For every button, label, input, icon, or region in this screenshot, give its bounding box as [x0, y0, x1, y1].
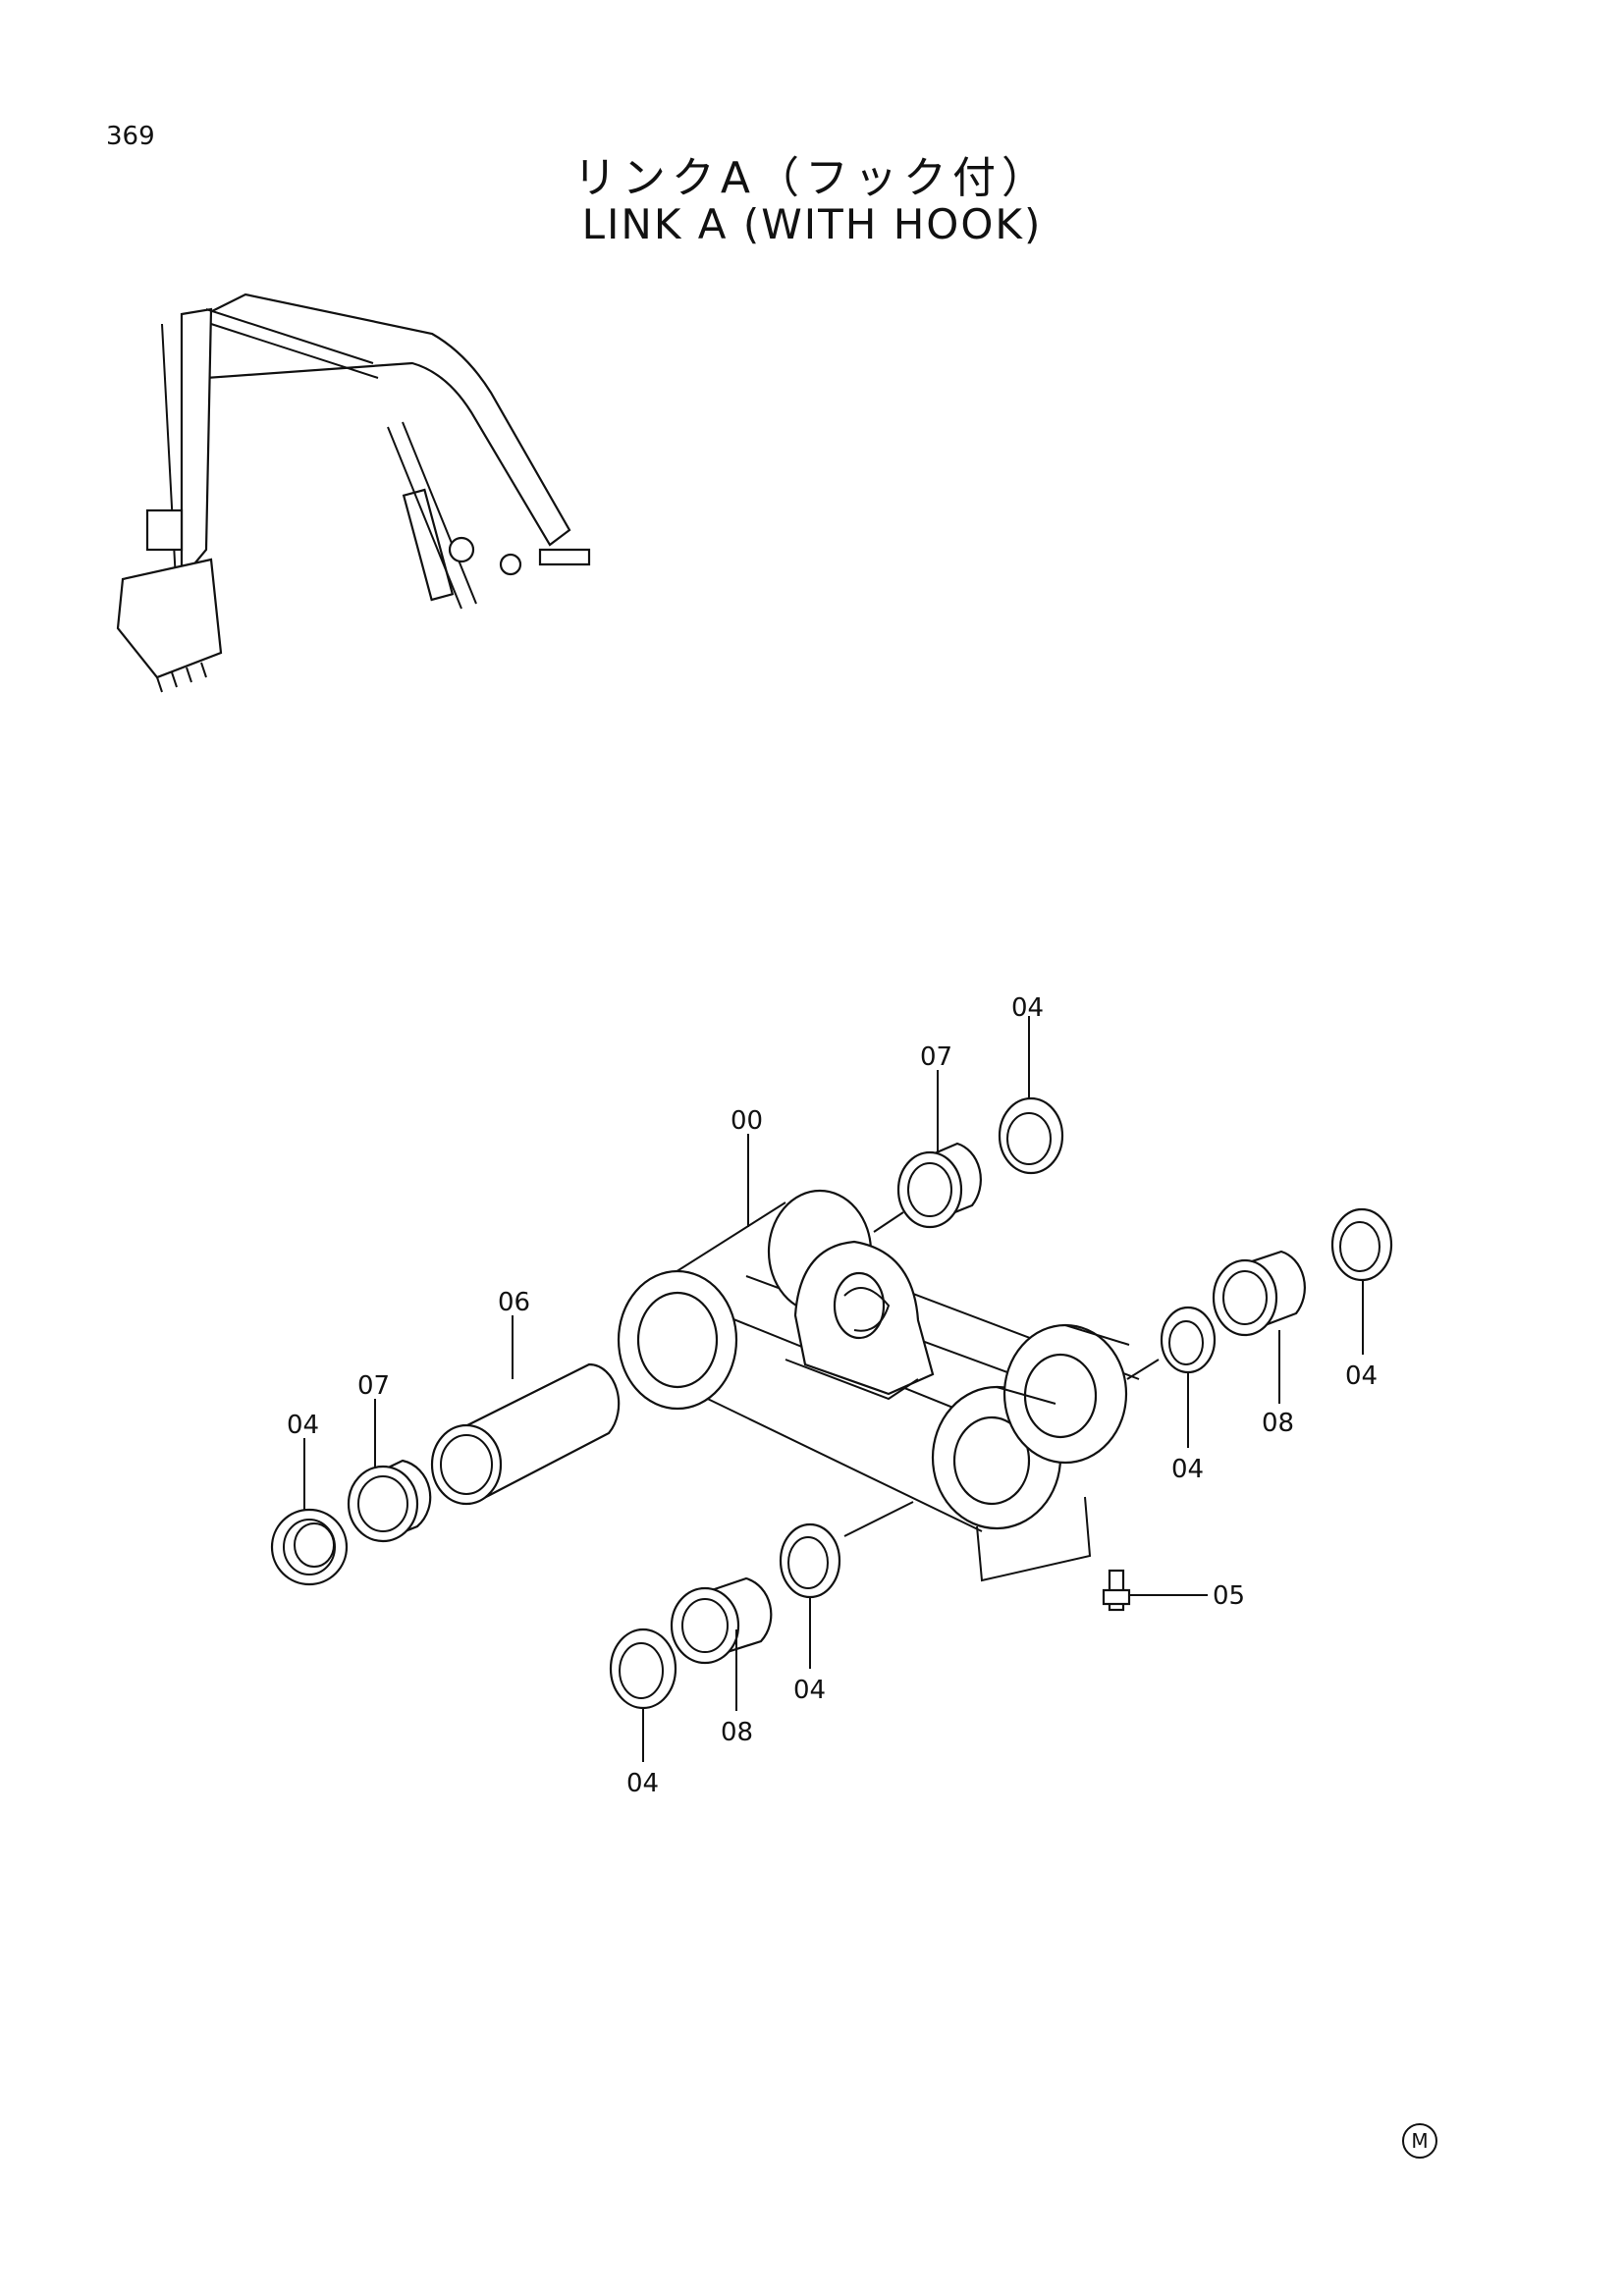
- seal-04-right-2: [1330, 1207, 1393, 1282]
- bushing-07-top: [896, 1142, 982, 1229]
- grease-fitting-05: [976, 1496, 1131, 1612]
- callout-07-left: 07: [357, 1371, 390, 1401]
- leader-lines: [303, 1016, 1364, 1762]
- title-english: LINK A (WITH HOOK): [581, 200, 1043, 248]
- bushing-08-lower: [670, 1576, 773, 1665]
- bushing-07-left: [347, 1459, 432, 1543]
- seal-04-top: [998, 1096, 1064, 1175]
- callout-04-right-2: 04: [1345, 1362, 1378, 1391]
- bushing-08-right: [1212, 1250, 1306, 1337]
- seal-04-right-1: [1160, 1306, 1217, 1374]
- corner-mark: M: [1402, 2123, 1437, 2159]
- page-number: 369: [106, 122, 155, 151]
- link-a-body: [617, 1189, 1140, 1532]
- pin-06: [430, 1362, 621, 1506]
- callout-04-top: 04: [1011, 993, 1044, 1023]
- callout-08-lower: 08: [721, 1718, 753, 1747]
- seal-04-lower-1: [779, 1522, 841, 1599]
- callout-05: 05: [1213, 1581, 1245, 1611]
- callout-04-lower-2: 04: [626, 1769, 659, 1798]
- callout-06: 06: [498, 1288, 530, 1317]
- seal-04-left: [270, 1508, 349, 1586]
- title-japanese: リンクA（フック付）: [572, 153, 1052, 203]
- seal-04-lower-2: [609, 1628, 677, 1710]
- callout-04-lower-1: 04: [793, 1676, 826, 1705]
- excavator-overview-illustration: [116, 293, 591, 693]
- callout-00: 00: [731, 1106, 763, 1136]
- callout-04-left: 04: [287, 1411, 319, 1440]
- callout-08-right: 08: [1262, 1409, 1294, 1438]
- callout-04-right-1: 04: [1171, 1455, 1204, 1484]
- callout-07-top: 07: [920, 1042, 952, 1072]
- callout-labels: 04 07 00 06 07 04 04 08 04 05 04 08 04: [287, 993, 1378, 1798]
